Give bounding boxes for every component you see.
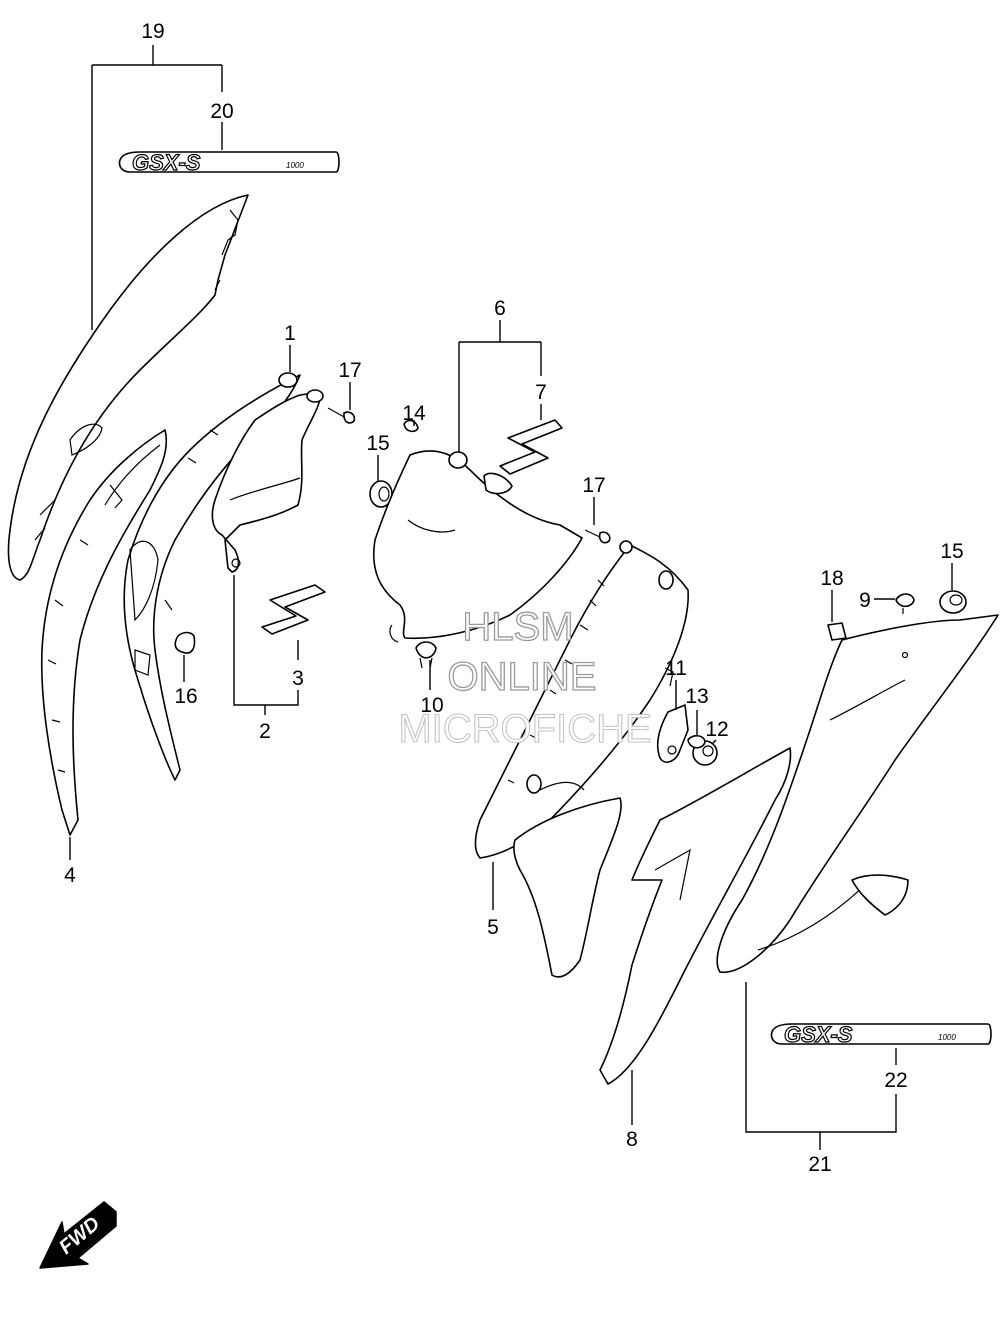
callout-15b: 15 bbox=[940, 540, 963, 563]
bracket-11 bbox=[656, 704, 689, 763]
pad-16 bbox=[174, 631, 196, 654]
gsx-s-badge-20: GSX-S 1000 bbox=[118, 149, 340, 176]
watermark-line2: ONLINE bbox=[448, 655, 597, 699]
callout-22: 22 bbox=[884, 1069, 907, 1092]
clip-18 bbox=[827, 622, 847, 641]
watermark: HLSM ONLINE MICROFICHE bbox=[398, 604, 652, 751]
callout-21: 21 bbox=[808, 1153, 831, 1176]
watermark-line3: MICROFICHE bbox=[398, 707, 651, 751]
suzuki-emblem-3 bbox=[261, 584, 326, 635]
callout-10: 10 bbox=[420, 694, 443, 717]
callout-4: 4 bbox=[64, 864, 76, 887]
bolt-13 bbox=[687, 734, 706, 749]
inner-panel-strip bbox=[123, 374, 301, 781]
callout-2: 2 bbox=[259, 720, 271, 743]
clip-10 bbox=[415, 641, 437, 669]
inner-panel-right bbox=[474, 540, 689, 859]
screw-17a bbox=[327, 407, 356, 424]
inner-panel-left bbox=[40, 429, 168, 836]
callout-7: 7 bbox=[535, 381, 547, 404]
cowling-upper-left bbox=[7, 194, 249, 581]
gsx-s-text-22: GSX-S bbox=[784, 1022, 853, 1047]
callout-12: 12 bbox=[705, 718, 728, 741]
callout-17b: 17 bbox=[582, 474, 605, 497]
center-cowl bbox=[373, 450, 583, 643]
callout-6: 6 bbox=[494, 297, 506, 320]
gsx-s-text-20: GSX-S bbox=[132, 150, 201, 175]
callout-13: 13 bbox=[685, 685, 708, 708]
callout-17a: 17 bbox=[338, 359, 361, 382]
callout-labels: 19 20 1 17 14 15 6 7 17 15 18 9 3 2 16 1… bbox=[64, 20, 964, 1176]
leader-lines bbox=[69, 45, 953, 1150]
cowling-upper-right bbox=[716, 614, 999, 973]
callout-14: 14 bbox=[402, 402, 426, 425]
gsx-s-sub-20: 1000 bbox=[286, 161, 304, 170]
callout-9: 9 bbox=[859, 589, 871, 612]
lower-panel-right bbox=[599, 747, 792, 1085]
watermark-line1: HLSM bbox=[462, 605, 573, 649]
gsx-s-sub-22: 1000 bbox=[938, 1033, 956, 1042]
callout-15a: 15 bbox=[366, 432, 389, 455]
callout-19: 19 bbox=[141, 20, 164, 43]
lower-duct bbox=[513, 781, 622, 978]
callout-18: 18 bbox=[820, 567, 843, 590]
grommet-15b bbox=[939, 590, 967, 614]
fwd-arrow: FWD bbox=[39, 1201, 117, 1269]
gsx-s-badge-22: GSX-S 1000 bbox=[770, 1021, 992, 1048]
callout-16: 16 bbox=[174, 685, 197, 708]
callout-3: 3 bbox=[292, 667, 304, 690]
callout-11: 11 bbox=[665, 657, 687, 680]
bolt-9 bbox=[895, 593, 915, 614]
suzuki-emblem-7 bbox=[499, 419, 563, 475]
callout-5: 5 bbox=[487, 916, 499, 939]
inner-bracket bbox=[211, 372, 324, 573]
callout-1: 1 bbox=[284, 322, 296, 345]
callout-8: 8 bbox=[626, 1128, 638, 1151]
callout-20: 20 bbox=[210, 100, 233, 123]
screw-17b bbox=[584, 529, 611, 544]
